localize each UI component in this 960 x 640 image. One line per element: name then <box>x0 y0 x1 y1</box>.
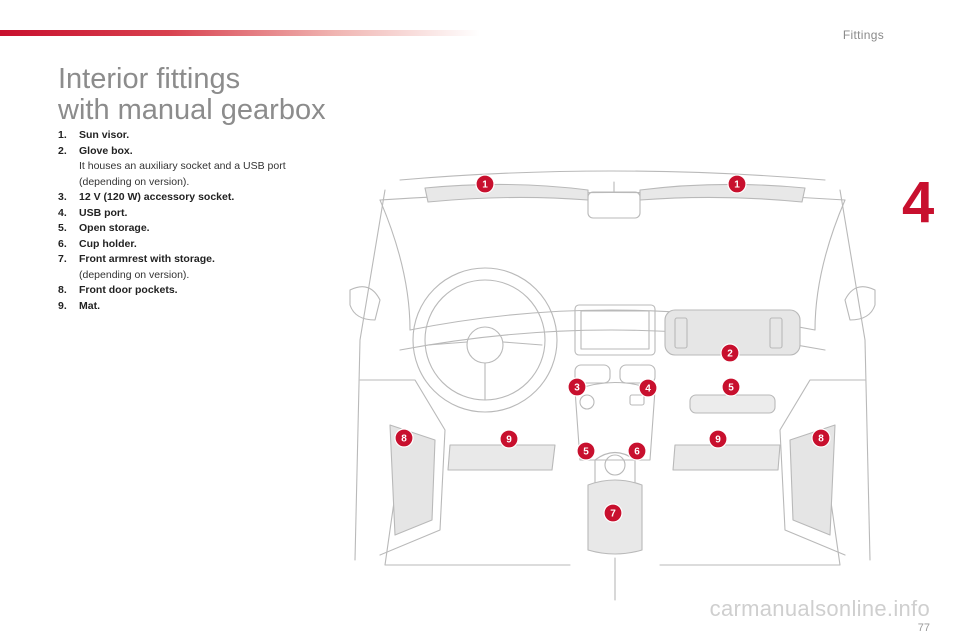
legend-item: 5. Open storage. <box>58 221 318 237</box>
legend-number: 9. <box>58 299 67 312</box>
callout-1a: 1 <box>475 174 495 194</box>
legend-item: 7. Front armrest with storage. (depending … <box>58 252 318 283</box>
page-title-line-1: Interior fittings <box>58 63 241 95</box>
callout-5a: 5 <box>721 377 741 397</box>
callout-5b: 5 <box>576 441 596 461</box>
callout-1b: 1 <box>727 174 747 194</box>
legend-label: Front armrest with storage. <box>79 253 215 265</box>
legend-item: 3. 12 V (120 W) accessory socket. <box>58 190 318 206</box>
legend-label: Mat. <box>79 299 100 312</box>
legend-number: 8. <box>58 284 67 296</box>
legend-number: 5. <box>58 222 67 234</box>
fittings-legend: 1. Sun visor. 2. Glove box. It houses an au… <box>58 128 318 314</box>
chapter-number: 4 <box>902 170 935 235</box>
car-interior-illustration: 1 1 2 3 4 5 5 6 7 8 8 9 9 <box>349 170 876 601</box>
callout-6: 6 <box>627 441 647 461</box>
legend-label: Cup holder. <box>79 237 137 250</box>
legend-item: 6. Cup holder. <box>58 237 318 253</box>
section-label: Fittings <box>842 28 884 42</box>
legend-description: (depending on version). <box>79 268 190 281</box>
callout-8b: 8 <box>811 428 831 448</box>
callout-label: 8 <box>401 434 407 445</box>
callout-label: 3 <box>574 383 580 394</box>
callout-label: 8 <box>818 434 824 445</box>
callout-label: 6 <box>634 447 640 458</box>
callout-7: 7 <box>603 503 623 523</box>
callout-8a: 8 <box>394 428 414 448</box>
callout-9b: 9 <box>708 429 728 449</box>
legend-label: USB port. <box>79 206 128 219</box>
legend-number: 4. <box>58 206 67 219</box>
callout-label: 9 <box>506 435 512 446</box>
legend-number: 1. <box>58 129 67 141</box>
page-title: Interior fittings with manual gearbox <box>58 64 326 126</box>
legend-number: 3. <box>58 191 67 203</box>
callout-2: 2 <box>720 343 740 363</box>
legend-item: 9. Mat. <box>58 299 318 315</box>
legend-item: 2. Glove box. It houses an auxiliary socke… <box>58 144 318 191</box>
legend-label: 12 V (120 W) accessory socket. <box>79 191 235 203</box>
callout-label: 5 <box>728 383 734 394</box>
page-number: 77 <box>917 622 930 634</box>
legend-number: 7. <box>58 253 67 265</box>
callout-4: 4 <box>638 378 658 398</box>
header-accent-bar <box>0 30 480 36</box>
legend-item: 1. Sun visor. <box>58 128 318 144</box>
legend-number: 2. <box>58 144 67 157</box>
callout-label: 2 <box>727 349 733 360</box>
callout-label: 4 <box>645 384 651 395</box>
page-title-line-2: with manual gearbox <box>58 94 326 126</box>
legend-item: 4. USB port. <box>58 206 318 222</box>
interior-outline <box>349 170 876 601</box>
legend-label: Glove box. <box>79 144 133 157</box>
legend-label: Sun visor. <box>79 129 130 141</box>
callout-label: 7 <box>610 509 616 520</box>
callout-label: 1 <box>734 180 740 191</box>
callout-label: 5 <box>583 447 589 458</box>
legend-item: 8. Front door pockets. <box>58 283 318 299</box>
watermark: carmanualsonline.info <box>709 596 930 621</box>
callout-label: 1 <box>482 180 488 191</box>
callout-3: 3 <box>567 377 587 397</box>
legend-label: Front door pockets. <box>79 284 178 296</box>
callout-9a: 9 <box>499 429 519 449</box>
callout-label: 9 <box>715 435 721 446</box>
legend-label: Open storage. <box>79 222 150 234</box>
legend-number: 6. <box>58 237 67 250</box>
legend-description: It houses an auxiliary socket and a USB … <box>79 160 286 188</box>
